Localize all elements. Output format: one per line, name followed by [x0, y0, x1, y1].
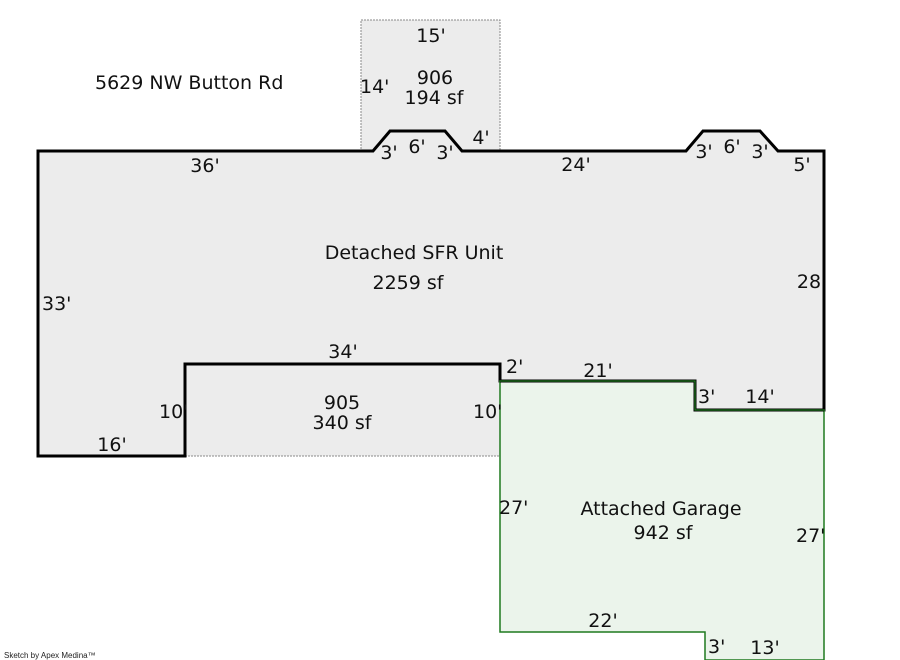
dim-label: 28 [797, 271, 821, 293]
dim-label: 3' [708, 636, 725, 658]
dim-label: 6' [408, 136, 425, 158]
dim-label: 3' [380, 142, 397, 164]
dim-label: 13' [750, 637, 779, 659]
dim-label: 4' [472, 127, 489, 149]
garage-sf: 942 sf [634, 522, 694, 544]
main-area-sf: 2259 sf [373, 272, 445, 294]
area-906-sf: 194 sf [405, 87, 465, 109]
dim-label: 27' [499, 497, 528, 519]
dim-label: 33' [42, 293, 71, 315]
dim-label: 36' [190, 155, 219, 177]
garage-name: Attached Garage [580, 498, 741, 520]
dim-label: 3' [436, 142, 453, 164]
dim-label: 16' [97, 434, 126, 456]
area-905-name: 905 [324, 392, 360, 414]
area-905-sf: 340 sf [313, 412, 373, 434]
garage-shared-wall-green [500, 380, 824, 411]
credit-label: Sketch by Apex Medina™ [4, 651, 96, 660]
dim-label: 14' [360, 76, 389, 98]
dim-label: 10' [159, 401, 188, 423]
main-area-name: Detached SFR Unit [325, 242, 504, 264]
main-sfr-outline [36, 129, 826, 458]
garage-outline [499, 380, 825, 660]
area-905-outline [184, 363, 501, 457]
dim-label: 15' [416, 25, 445, 47]
address-label: 5629 NW Button Rd [95, 72, 283, 94]
dim-label: 27' [796, 525, 825, 547]
dim-label: 3' [698, 386, 715, 408]
area-906-outline [360, 19, 501, 152]
dim-label: 22' [588, 610, 617, 632]
area-906-name: 906 [417, 67, 453, 89]
dim-label: 10' [473, 401, 502, 423]
dim-label: 5' [793, 154, 810, 176]
dim-label: 3' [695, 141, 712, 163]
dim-label: 6' [723, 136, 740, 158]
dim-label: 21' [583, 360, 612, 382]
dim-label: 3' [751, 141, 768, 163]
dim-label: 24' [561, 154, 590, 176]
dim-label: 14' [745, 386, 774, 408]
dim-label: 2' [506, 356, 523, 378]
dim-label: 34' [328, 341, 357, 363]
